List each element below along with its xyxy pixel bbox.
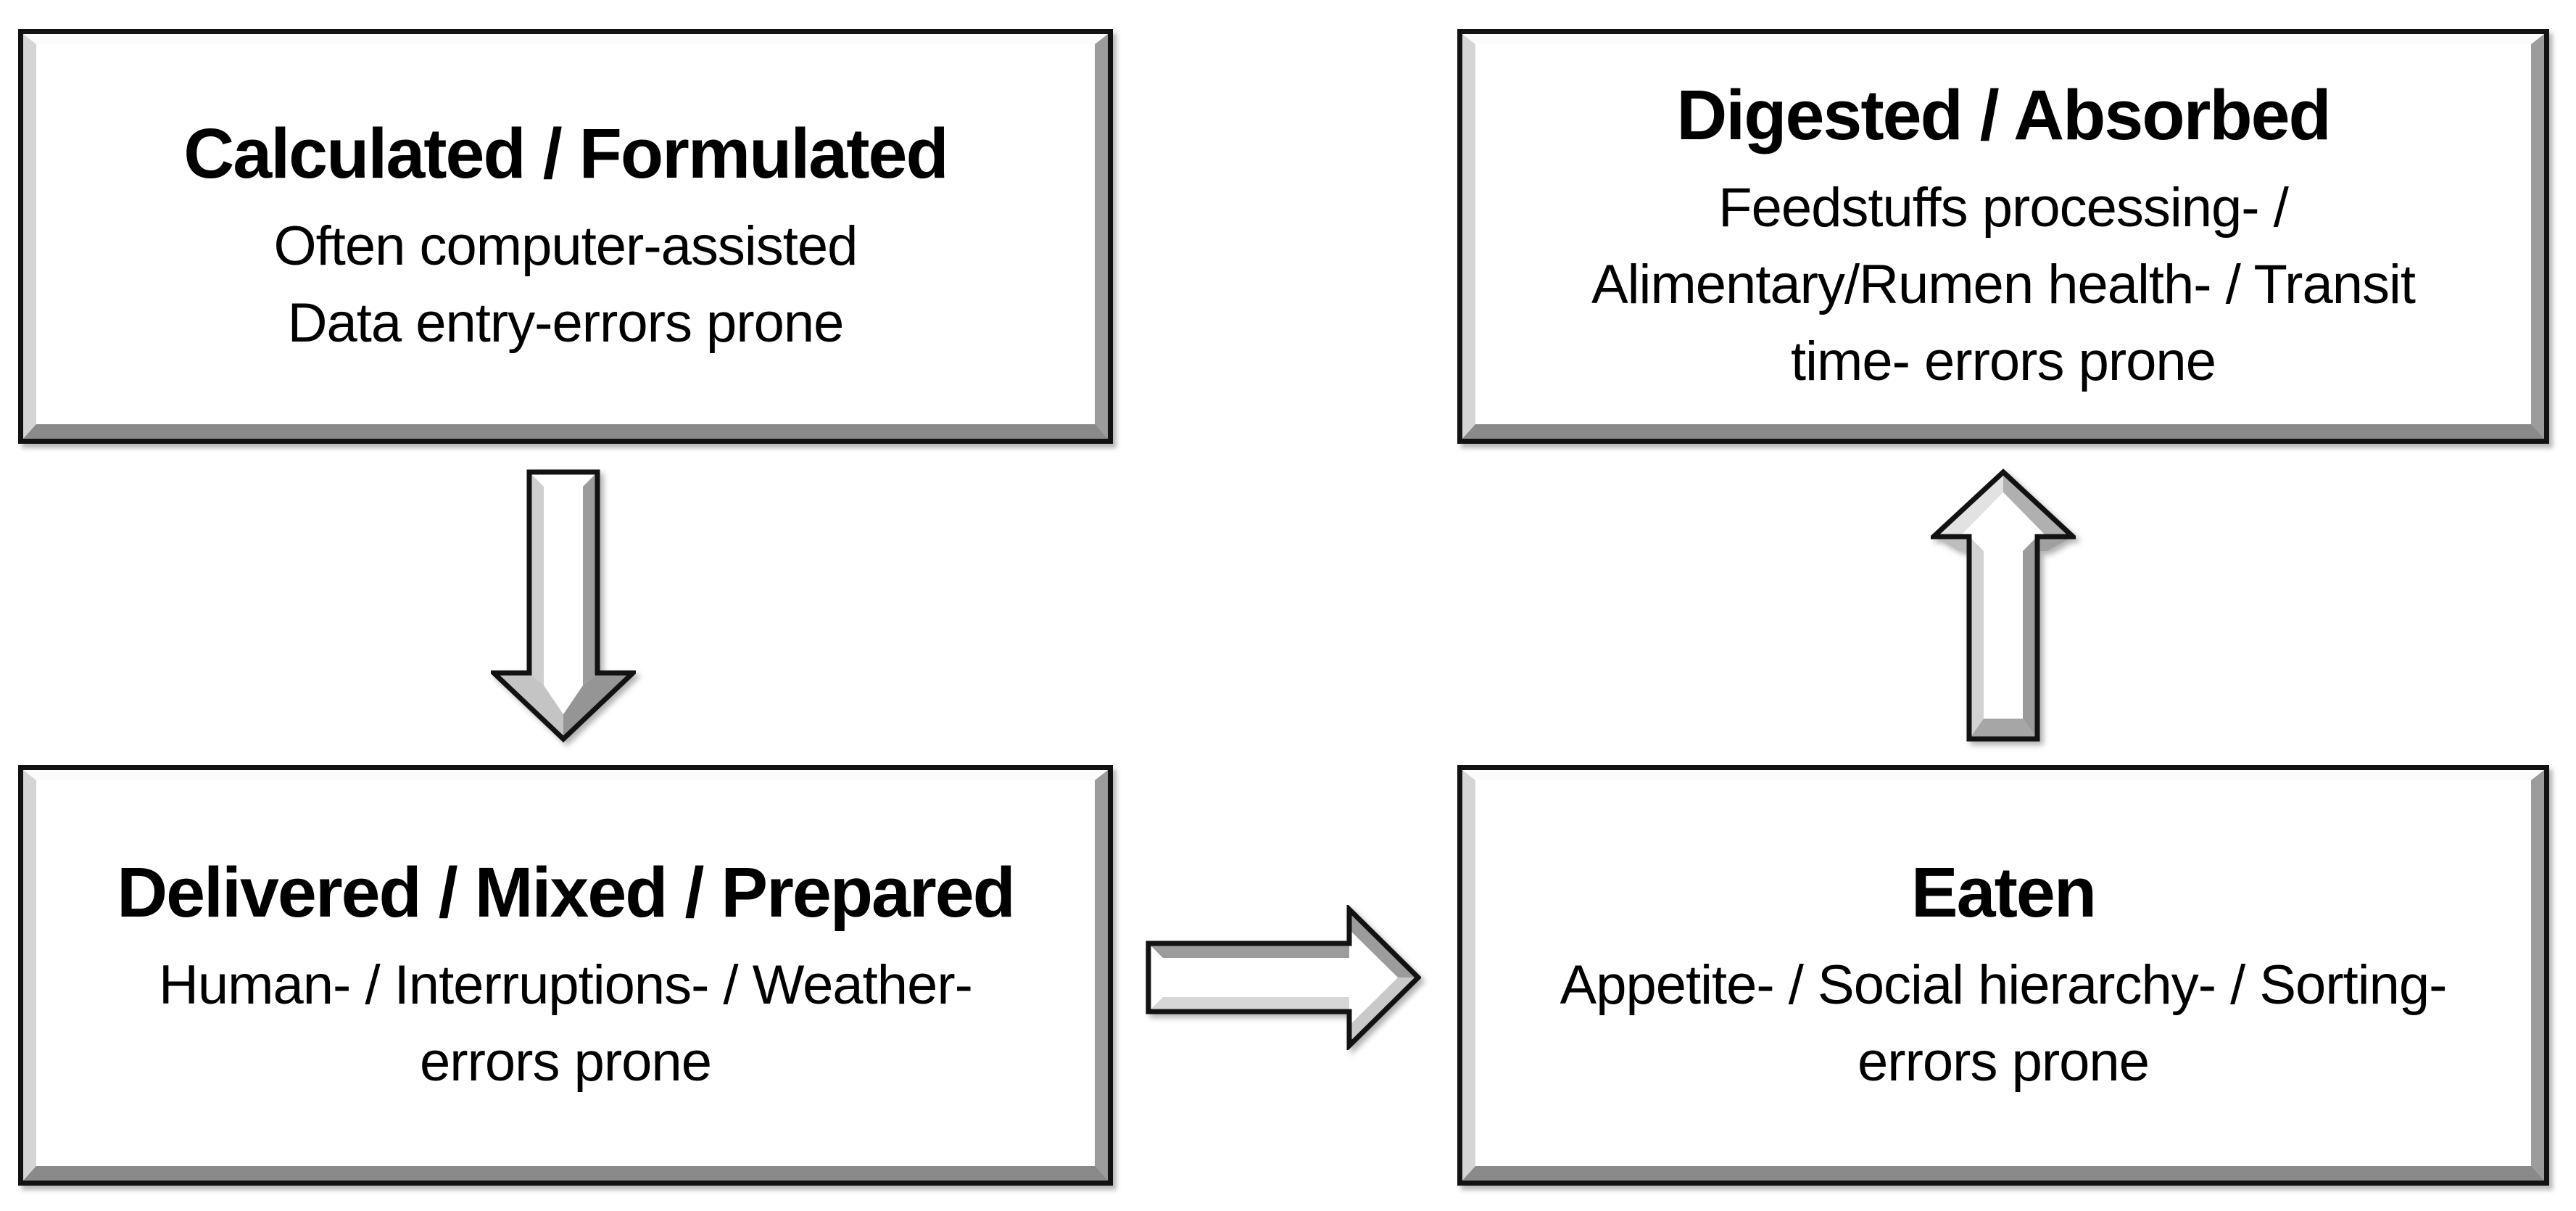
box-subtitle-line: Data entry-errors prone xyxy=(287,292,845,354)
up-block-arrow-icon xyxy=(1931,468,2076,743)
down-block-arrow-icon xyxy=(491,468,636,743)
box-title: Calculated / Formulated xyxy=(183,114,949,193)
box-digested-absorbed: Digested / Absorbed Feedstuffs processin… xyxy=(1457,29,2549,444)
box-eaten: Eaten Appetite- / Social hierarchy- / So… xyxy=(1457,765,2549,1186)
box-delivered-mixed-prepared: Delivered / Mixed / Prepared Human- / In… xyxy=(18,765,1113,1186)
box-subtitle-line: time- errors prone xyxy=(1791,331,2216,392)
right-block-arrow-icon xyxy=(1146,905,1421,1050)
box-subtitle-line: Human- / Interruptions- / Weather- xyxy=(159,954,973,1016)
box-title: Digested / Absorbed xyxy=(1676,75,2332,154)
box-subtitle-line: Alimentary/Rumen health- / Transit xyxy=(1591,254,2416,315)
box-subtitle-line: errors prone xyxy=(420,1031,712,1093)
box-title: Delivered / Mixed / Prepared xyxy=(117,853,1016,932)
box-title: Eaten xyxy=(1910,853,2097,932)
box-subtitle-line: Feedstuffs processing- / xyxy=(1718,177,2289,239)
box-subtitle-line: Appetite- / Social hierarchy- / Sorting- xyxy=(1560,954,2448,1016)
box-subtitle-line: Often computer-assisted xyxy=(273,215,858,277)
box-calculated-formulated: Calculated / Formulated Often computer-a… xyxy=(18,29,1113,444)
box-subtitle-line: errors prone xyxy=(1858,1031,2150,1093)
